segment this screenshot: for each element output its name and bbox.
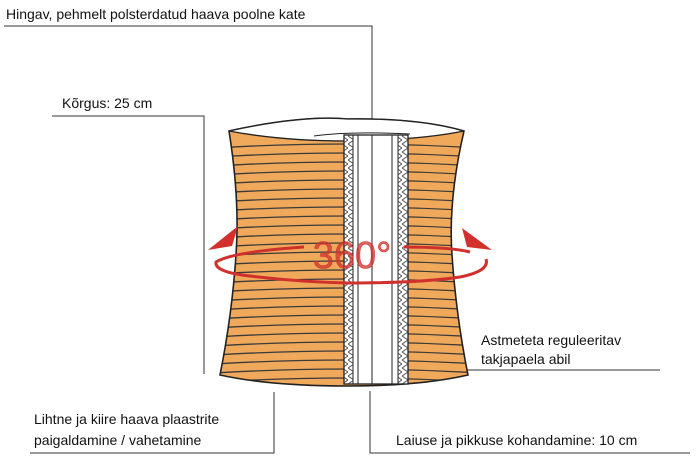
label-plaster-line2: paigaldamine / vahetamine xyxy=(34,432,202,448)
leader-top xyxy=(4,25,373,132)
rotation-arrow-right xyxy=(462,228,492,250)
rotation-ring-right xyxy=(403,245,471,254)
label-adjustable-line2: takjapaela abil xyxy=(481,351,571,367)
closure-strip-left xyxy=(343,134,354,385)
label-breathable-cover: Hingav, pehmelt polsterdatud haava pooln… xyxy=(6,6,306,22)
label-plaster-line1: Lihtne ja kiire haava plaastrite xyxy=(34,411,220,427)
label-adjustable-line1: Astmeteta reguleeritav xyxy=(481,332,622,348)
leader-height xyxy=(52,115,205,374)
leader-plaster xyxy=(30,392,275,454)
label-height: Kõrgus: 25 cm xyxy=(62,95,153,111)
binder-top-rim-inner xyxy=(313,132,411,137)
leader-size xyxy=(369,391,690,454)
closure-panel xyxy=(343,134,409,385)
rotation-ring-left xyxy=(214,245,488,285)
rotation-arrow-left xyxy=(208,226,238,250)
rotation-text: 360° xyxy=(313,235,392,277)
velcro-closure xyxy=(343,134,409,385)
rotation-indicator: 360° xyxy=(208,226,492,285)
label-size-adjustment: Laiuse ja pikkuse kohandamine: 10 cm xyxy=(396,432,638,448)
closure-strip-right xyxy=(397,134,409,385)
